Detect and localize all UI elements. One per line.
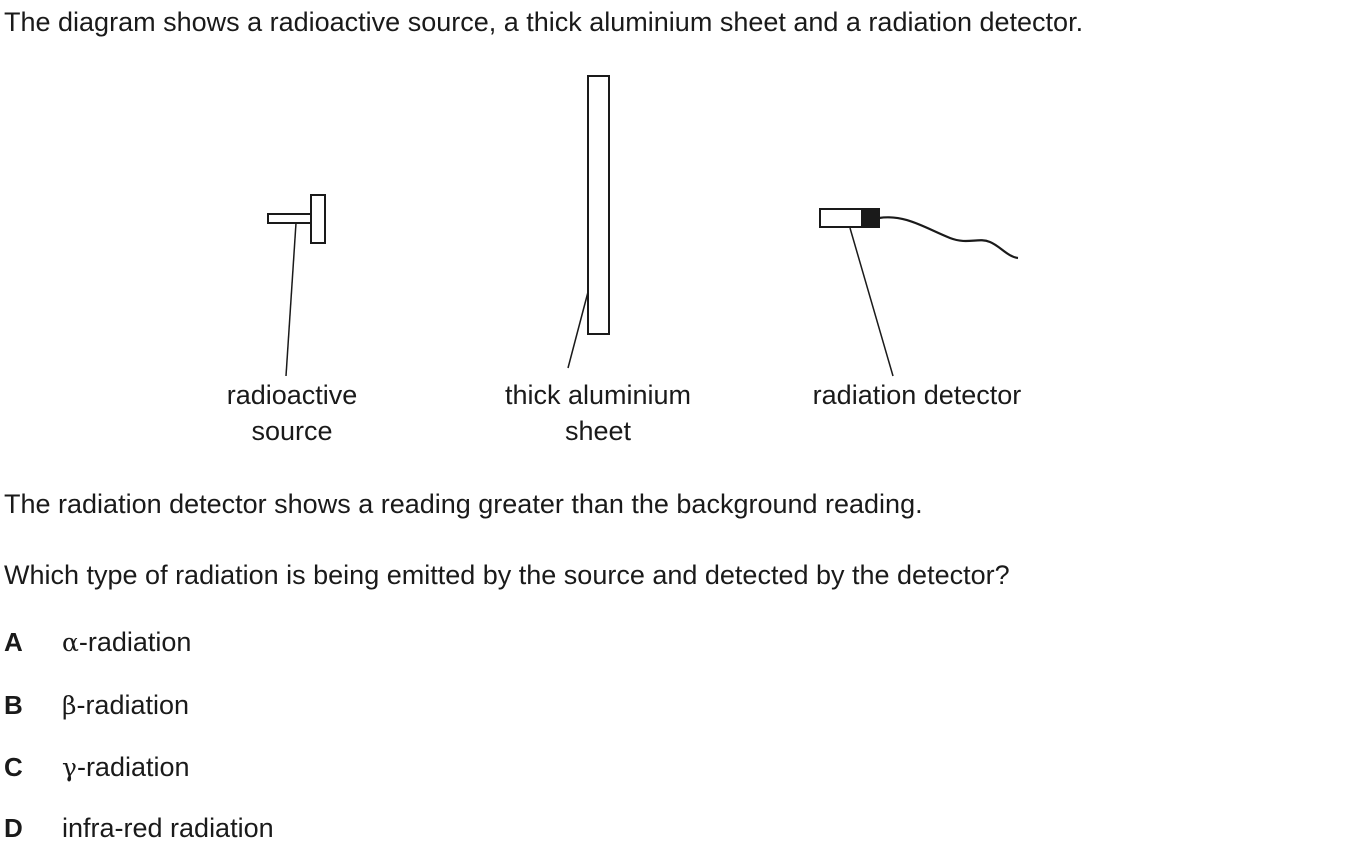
label-line: source [251,416,333,446]
radiation-detector-label: radiation detector [786,377,1048,413]
option-text: infra-red radiation [62,812,274,843]
option-letter: C [4,751,23,782]
answer-option-c[interactable]: C γ -radiation [4,750,190,784]
option-letter: D [4,812,23,843]
answer-option-a[interactable]: A α -radiation [4,625,191,659]
option-letter: A [4,626,23,657]
option-text: -radiation [76,689,190,720]
option-text: -radiation [78,626,192,657]
beta-symbol: β [62,690,77,720]
radioactive-source-drawing [267,194,326,377]
aluminium-sheet-drawing [567,75,610,369]
label-line: sheet [564,416,632,446]
answer-option-b[interactable]: B β -radiation [4,688,189,722]
alpha-symbol: α [62,627,79,657]
radioactive-source-label: radioactive source [192,377,392,449]
label-line: thick aluminium [504,380,692,410]
label-line: radiation detector [812,380,1022,410]
option-text: -radiation [76,751,190,782]
question-statement: The radiation detector shows a reading g… [4,489,923,519]
option-letter: B [4,689,23,720]
radiation-detector-drawing [819,208,1019,377]
apparatus-diagram [267,75,1019,377]
aluminium-sheet-label: thick aluminium sheet [478,377,718,449]
question-prompt: Which type of radiation is being emitted… [4,560,1010,590]
label-line: radioactive [226,380,358,410]
gamma-symbol: γ [62,752,77,782]
question-intro: The diagram shows a radioactive source, … [4,7,1084,37]
answer-option-d[interactable]: D infra-red radiation [4,811,274,845]
